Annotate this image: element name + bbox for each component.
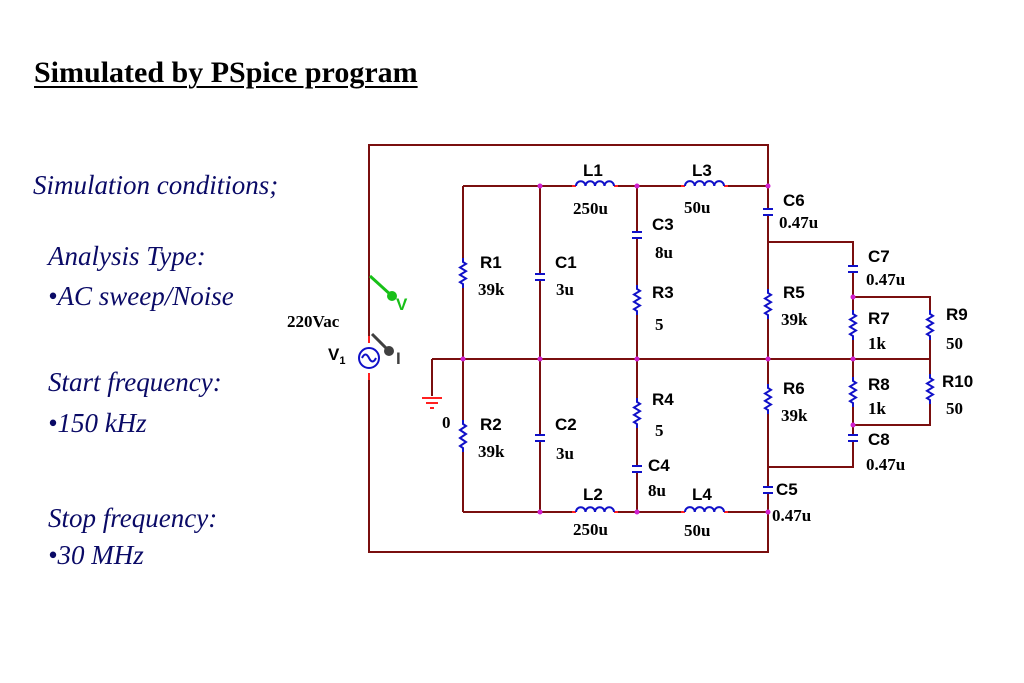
value-r6: 39k [781,406,808,425]
value-r9: 50 [946,334,963,353]
start-frequency-label: Start frequency: [48,367,222,397]
label-l3: L3 [692,161,712,180]
start-frequency-value: •150 kHz [48,408,147,438]
conditions-heading: Simulation conditions; [33,170,279,200]
nodes [460,183,856,515]
resistor-r4 [632,398,642,428]
value-r2: 39k [478,442,505,461]
label-c5: C5 [776,480,798,499]
inductor-l3 [681,180,728,187]
value-l2: 250u [573,520,608,539]
label-r3: R3 [652,283,674,302]
resistor-r1 [458,258,468,288]
value-r10: 50 [946,399,963,418]
capacitor-c1 [535,273,545,281]
resistor-r7 [848,310,858,340]
value-c2: 3u [556,444,574,463]
value-c6: 0.47u [779,213,818,232]
value-l4: 50u [684,521,710,540]
label-r5: R5 [783,283,805,302]
label-r6: R6 [783,379,805,398]
label-r8: R8 [868,375,890,394]
value-c5: 0.47u [772,506,811,525]
analysis-type-label: Analysis Type: [48,241,206,271]
stop-frequency-label: Stop frequency: [48,503,218,533]
value-r3: 5 [655,315,664,334]
analysis-type-value: •AC sweep/Noise [48,281,234,311]
inductor-l1 [572,180,618,187]
wires [368,144,931,553]
value-c8: 0.47u [866,455,905,474]
resistor-r8 [848,377,858,407]
value-r5: 39k [781,310,808,329]
label-r9: R9 [946,305,968,324]
capacitor-c4 [632,465,642,473]
label-c1: C1 [555,253,577,272]
label-r4: R4 [652,390,674,409]
current-probe-label: I [396,349,401,368]
value-c7: 0.47u [866,270,905,289]
ground-icon [422,397,442,409]
label-r10: R10 [942,372,973,391]
page-title: Simulated by PSpice program [34,56,418,89]
label-l1: L1 [583,161,603,180]
inductor-l4 [681,506,728,513]
value-c4: 8u [648,481,666,500]
label-l4: L4 [692,485,712,504]
capacitor-c3 [632,231,642,239]
voltage-probe-label: V [396,295,408,314]
value-r7: 1k [868,334,887,353]
capacitor-c2 [535,434,545,442]
label-r7: R7 [868,309,890,328]
label-r2: R2 [480,415,502,434]
resistor-r2 [458,420,468,452]
inductor-l2 [572,506,618,513]
label-r1: R1 [480,253,502,272]
outer-wire [368,144,769,336]
voltage-source-v1 [358,336,380,380]
label-l2: L2 [583,485,603,504]
source-value: 220Vac [287,312,340,331]
resistor-r9 [925,310,935,340]
outer-wire-bottom [368,380,769,553]
resistor-r5 [763,289,773,319]
source-name: V1 [328,345,345,367]
label-c8: C8 [868,430,890,449]
capacitor-c8 [848,434,858,442]
resistor-r6 [763,384,773,414]
voltage-probe-icon [368,274,397,301]
value-l1: 250u [573,199,608,218]
value-r8: 1k [868,399,887,418]
label-c2: C2 [555,415,577,434]
stop-frequency-value: •30 MHz [48,540,144,570]
label-c6: C6 [783,191,805,210]
capacitor-c7 [848,265,858,273]
capacitor-c5 [763,486,773,494]
label-c4: C4 [648,456,670,475]
resistor-r10 [925,374,935,404]
label-c7: C7 [868,247,890,266]
value-r1: 39k [478,280,505,299]
label-c3: C3 [652,215,674,234]
value-c3: 8u [655,243,673,262]
capacitor-c6 [763,208,773,216]
value-r4: 5 [655,421,664,440]
value-c1: 3u [556,280,574,299]
resistor-r3 [632,285,642,315]
current-probe-icon [370,332,394,356]
ground-label: 0 [442,413,451,432]
value-l3: 50u [684,198,710,217]
